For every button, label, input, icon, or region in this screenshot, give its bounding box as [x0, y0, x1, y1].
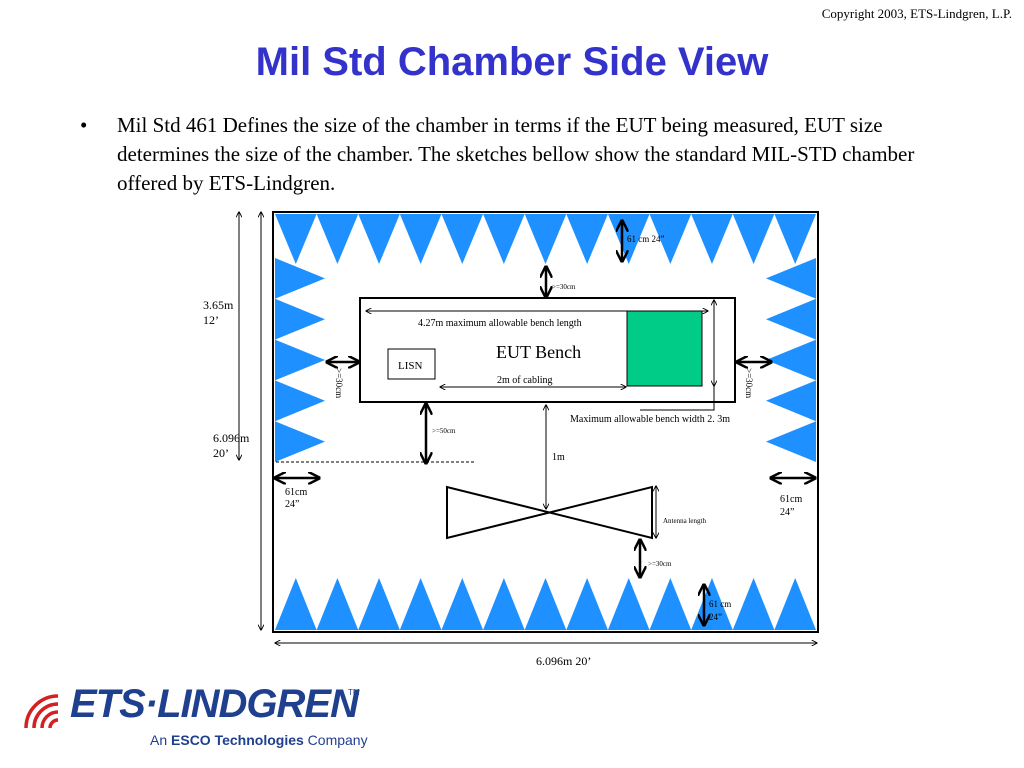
- bottom-absorber-cone: [732, 578, 775, 630]
- bottom-absorber-cone: [649, 578, 692, 630]
- right-absorbers: [766, 258, 816, 462]
- top-absorber-cone: [732, 214, 775, 264]
- height-total-label-1: 3.65m: [203, 298, 234, 312]
- right-absorber-cone: [766, 298, 816, 340]
- page-title: Mil Std Chamber Side View: [255, 40, 769, 84]
- left-absorber-cone: [275, 421, 325, 462]
- bullet-marker: •: [80, 113, 88, 137]
- bench-width-leader: [640, 386, 715, 411]
- bench-length-label: 4.27m maximum allowable bench length: [418, 318, 582, 329]
- top-absorber-cone: [483, 214, 525, 264]
- top-absorber-cone: [316, 214, 359, 264]
- gap-right-label: >=30cm: [744, 368, 754, 398]
- left-absorber-cone: [275, 380, 325, 422]
- top-absorber-cone: [691, 214, 733, 264]
- bottom-absorber-cone: [483, 578, 525, 630]
- logo-tagline-bold: ESCO Technologies: [171, 732, 304, 748]
- bottom-absorber-cone: [275, 578, 317, 630]
- bottom-absorber-cone: [358, 578, 400, 630]
- height-inner-label-2: 20’: [213, 446, 229, 460]
- logo-wordmark: ETS·LINDGREN: [70, 682, 359, 726]
- company-logo: ETS·LINDGREN TM An ESCO Technologies Com…: [18, 682, 368, 750]
- bottom-absorber-label-1: 61 cm: [709, 599, 731, 609]
- bullet-text: Mil Std 461 Defines the size of the cham…: [117, 113, 915, 195]
- bottom-absorber-label-2: 24”: [709, 612, 722, 622]
- signal-waves-icon: [24, 694, 59, 729]
- left-absorber-label-1: 61cm: [285, 487, 307, 498]
- left-absorber-cone: [275, 298, 325, 340]
- height-total-label-2: 12’: [203, 313, 219, 327]
- bottom-absorber-cone: [607, 578, 650, 630]
- right-absorber-cone: [766, 339, 816, 381]
- top-absorber-cone: [566, 214, 608, 264]
- antenna-bowtie: [446, 485, 653, 540]
- gap-antenna-label: >=30cm: [648, 560, 672, 568]
- bottom-absorber-cone: [524, 578, 567, 630]
- bottom-absorber-cone: [774, 578, 816, 630]
- top-absorber-label: 61 cm 24”: [627, 234, 665, 244]
- logo-tagline-suffix: Company: [303, 732, 368, 748]
- top-absorbers: [275, 214, 816, 264]
- gap-left-label: >=30cm: [334, 368, 344, 398]
- bottom-absorbers: [275, 578, 816, 630]
- left-absorber-cone: [275, 339, 325, 381]
- logo-tagline-prefix: An: [150, 732, 172, 748]
- right-absorber-cone: [766, 421, 816, 462]
- top-absorber-cone: [649, 214, 692, 264]
- chamber-outline: [272, 211, 819, 633]
- top-absorber-cone: [774, 214, 816, 264]
- left-absorber-cone: [275, 258, 325, 299]
- top-absorber-cone: [358, 214, 400, 264]
- distance-label: 1m: [552, 452, 565, 463]
- eut-bench-label: EUT Bench: [496, 342, 581, 362]
- left-absorber-label-2: 24”: [285, 499, 299, 510]
- eut-device: [626, 310, 703, 387]
- antenna-length-label: Antenna length: [663, 517, 706, 525]
- right-absorber-cone: [766, 258, 816, 299]
- logo-tagline: An ESCO Technologies Company: [150, 732, 368, 748]
- right-absorber-label-2: 24”: [780, 507, 794, 518]
- top-absorber-cone: [399, 214, 442, 264]
- lisn-box: [387, 348, 436, 380]
- bottom-absorber-cone: [566, 578, 608, 630]
- gap-top-label: >=30cm: [552, 283, 576, 291]
- bottom-absorber-cone: [441, 578, 484, 630]
- bottom-absorber-cone: [399, 578, 442, 630]
- top-absorber-cone: [275, 214, 317, 264]
- cabling-label: 2m of cabling: [497, 375, 553, 386]
- top-absorber-cone: [524, 214, 567, 264]
- bench-width-label: Maximum allowable bench width 2. 3m: [570, 414, 730, 425]
- bottom-absorber-cone: [316, 578, 359, 630]
- height-inner-label-1: 6.096m: [213, 431, 250, 445]
- top-absorber-cone: [441, 214, 484, 264]
- lisn-label: LISN: [398, 360, 423, 372]
- logo-trademark: TM: [348, 688, 360, 697]
- right-absorber-cone: [766, 380, 816, 422]
- copyright-text: Copyright 2003, ETS-Lindgren, L.P.: [821, 6, 1012, 21]
- gap-below-label: >=50cm: [432, 427, 456, 435]
- left-absorbers: [275, 258, 325, 462]
- width-total-label: 6.096m 20’: [536, 654, 591, 668]
- right-absorber-label-1: 61cm: [780, 494, 802, 505]
